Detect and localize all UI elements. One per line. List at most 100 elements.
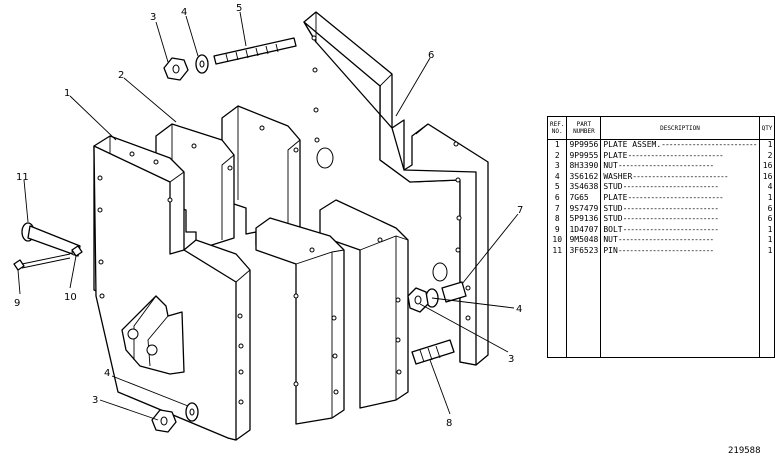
cell-part-number: 7G65 xyxy=(566,192,602,204)
nut-10 xyxy=(71,245,83,257)
cell-ref-no: 5 xyxy=(546,182,568,193)
cell-ref-no: 7 xyxy=(546,203,568,215)
cell-description: STUD------------------------- xyxy=(600,182,760,193)
cell-ref-no: 9 xyxy=(546,224,568,236)
description-leader-dots: ------------------------- xyxy=(622,214,719,224)
cell-description: NUT------------------------- xyxy=(600,161,760,172)
header-part-number: PART NUMBER xyxy=(566,116,602,140)
description-leader-dots: ------------------------- xyxy=(661,140,757,149)
callout-1: 1 xyxy=(64,88,70,99)
cell-qty: 1 xyxy=(758,192,775,204)
cell-qty: 16 xyxy=(758,161,775,172)
cell-description: STUD------------------------- xyxy=(600,214,760,225)
cell-ref-no: 1 xyxy=(546,139,568,151)
callout-10: 10 xyxy=(64,292,77,303)
cell-qty: 1 xyxy=(758,235,775,246)
cell-qty: 1 xyxy=(758,245,775,257)
table-blank-cell xyxy=(600,256,760,358)
cell-description: STUD------------------------- xyxy=(600,203,760,215)
cell-ref-no: 4 xyxy=(546,171,568,183)
callout-11: 11 xyxy=(16,172,29,183)
cell-description: NUT------------------------- xyxy=(600,235,760,246)
cell-qty: 16 xyxy=(758,171,775,183)
callout-4-bottom: 4 xyxy=(104,368,110,379)
cell-part-number: 3F6523 xyxy=(566,245,602,257)
stud-7-assembly xyxy=(407,281,467,313)
cell-ref-no: 10 xyxy=(546,235,568,246)
plate-assembly-1 xyxy=(93,135,251,441)
callout-4-right: 4 xyxy=(516,304,522,315)
cell-qty: 6 xyxy=(758,214,775,225)
plate-6 xyxy=(303,11,489,366)
cell-part-number: 3S6162 xyxy=(566,171,602,183)
cell-description: WASHER------------------------- xyxy=(600,171,760,183)
cell-description: PLATE------------------------- xyxy=(600,192,760,204)
cell-ref-no: 8 xyxy=(546,214,568,225)
header-qty: QTY xyxy=(758,116,775,140)
leader-lines xyxy=(17,11,519,421)
cell-description: PIN------------------------- xyxy=(600,245,760,257)
description-leader-dots: ------------------------- xyxy=(617,161,714,171)
description-leader-dots: ------------------------- xyxy=(627,192,723,202)
header-ref-no: REF. NO. xyxy=(546,116,568,140)
cell-part-number: 5P9136 xyxy=(566,214,602,225)
cell-part-number: 9M5048 xyxy=(566,235,602,246)
pin-11 xyxy=(21,222,81,257)
description-leader-dots: ------------------------- xyxy=(627,150,723,160)
description-leader-dots: ------------------------- xyxy=(622,203,719,213)
cell-qty: 1 xyxy=(758,224,775,236)
description-leader-dots: ------------------------- xyxy=(622,182,719,192)
cell-ref-no: 3 xyxy=(546,161,568,172)
cell-part-number: 9P9956 xyxy=(566,139,602,151)
description-leader-dots: ------------------------- xyxy=(617,245,714,255)
drawing-number: 219588 xyxy=(728,446,761,456)
cell-part-number: 8H3390 xyxy=(566,161,602,172)
lower-plates xyxy=(255,199,409,425)
description-leader-dots: ------------------------- xyxy=(632,171,728,181)
cell-part-number: 9P9955 xyxy=(566,150,602,162)
callout-7: 7 xyxy=(517,205,523,216)
description-leader-dots: ------------------------- xyxy=(617,235,714,245)
lower-nut-washer xyxy=(151,402,199,433)
table-blank-cell xyxy=(758,256,775,358)
stud-5-assembly xyxy=(163,37,297,81)
callout-6: 6 xyxy=(428,50,434,61)
cell-description: PLATE------------------------- xyxy=(600,150,760,162)
exploded-view-drawing: 1 2 3 4 5 6 7 4 3 8 4 3 11 9 10 xyxy=(13,3,523,441)
clevis-bracket xyxy=(121,295,185,375)
header-description: DESCRIPTION xyxy=(600,116,760,140)
bolt-9 xyxy=(13,253,71,271)
callout-3-top: 3 xyxy=(150,12,156,23)
cell-qty: 4 xyxy=(758,182,775,193)
cell-part-number: 3S4638 xyxy=(566,182,602,193)
cell-qty: 2 xyxy=(758,150,775,162)
cell-description: PLATE ASSEM.------------------------- xyxy=(600,139,760,151)
callout-4-top: 4 xyxy=(181,7,187,18)
table-blank-space xyxy=(546,256,775,358)
cell-ref-no: 6 xyxy=(546,192,568,204)
cell-part-number: 1D4707 xyxy=(566,224,602,236)
cell-description: BOLT------------------------- xyxy=(600,224,760,236)
callout-5: 5 xyxy=(236,3,242,14)
cell-ref-no: 2 xyxy=(546,150,568,162)
stud-8 xyxy=(411,339,455,365)
cell-part-number: 9S7479 xyxy=(566,203,602,215)
callout-3-right: 3 xyxy=(508,354,514,365)
cell-qty: 1 xyxy=(758,139,775,151)
description-leader-dots: ------------------------- xyxy=(622,224,719,234)
table-blank-cell xyxy=(546,256,568,358)
callout-8: 8 xyxy=(446,418,452,429)
table-blank-cell xyxy=(566,256,602,358)
cell-ref-no: 11 xyxy=(546,245,568,257)
callout-9: 9 xyxy=(14,298,20,309)
